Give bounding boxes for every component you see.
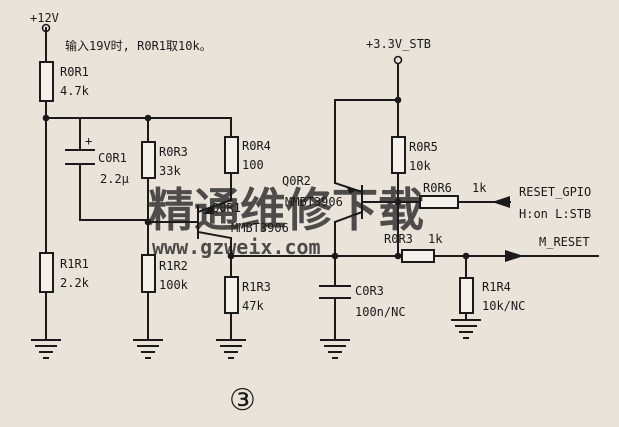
ground-5 <box>451 319 481 339</box>
r1r4-value: 10k/NC <box>482 299 525 313</box>
c0r1-value: 2.2μ <box>100 172 129 186</box>
c0r3-value: 100n/NC <box>355 305 406 319</box>
resistor-r0r6: R0R6 1k <box>419 181 487 209</box>
c0r1-polarity: + <box>85 134 92 148</box>
c0r3-name: C0R3 <box>355 284 384 298</box>
resistor-r0r3: R0R3 33k <box>141 141 188 179</box>
q0r1-name: Q0R1 <box>212 201 241 215</box>
supply-12v: +12V <box>30 11 59 33</box>
ground-1 <box>31 339 61 359</box>
ground-3 <box>216 339 246 359</box>
supply-3v3-label: +3.3V_STB <box>366 37 431 51</box>
ground-symbols <box>31 319 481 359</box>
q0r2-name: Q0R2 <box>282 174 311 188</box>
figure-number: ③ <box>229 383 256 418</box>
r1r4-name: R1R4 <box>482 280 511 294</box>
resistor-r0r5: R0R5 10k <box>391 136 438 174</box>
signal-m-reset: M_RESET <box>504 235 599 262</box>
resistor-r0r1: R0R1 4.7k <box>39 61 90 102</box>
r0r5-value: 10k <box>409 159 431 173</box>
resistor-r0r4: R0R4 100 <box>224 136 271 174</box>
resistor-r1r1: R1R1 2.2k <box>39 252 90 293</box>
ground-4 <box>320 339 350 359</box>
r0r1-value: 4.7k <box>60 84 90 98</box>
junctions <box>42 96 470 260</box>
resistor-r1r4: R1R4 10k/NC <box>459 277 525 314</box>
r1r2-name: R1R2 <box>159 259 188 273</box>
supply-3v3-stb: +3.3V_STB <box>366 37 431 65</box>
r0r4-name: R0R4 <box>242 139 271 153</box>
r1r3-value: 47k <box>242 299 264 313</box>
resistor-r1r2: R1R2 100k <box>141 254 189 293</box>
transistor-q0r1: Q0R1 MMBT3906 <box>196 198 289 240</box>
r0r6-value: 1k <box>472 181 487 195</box>
ground-2 <box>133 339 163 359</box>
r1r3-name: R1R3 <box>242 280 271 294</box>
capacitor-c0r1: + C0R1 2.2μ <box>65 134 129 186</box>
supply-12v-label: +12V <box>30 11 59 25</box>
r0r3b-value: 1k <box>428 232 443 246</box>
watermark-url: www.gzweix.com <box>152 235 321 259</box>
q0r2-value: MMBT3906 <box>285 195 343 209</box>
resistor-r1r3: R1R3 47k <box>224 276 271 314</box>
r0r3b-name: R0R3 <box>384 232 413 246</box>
r1r1-value: 2.2k <box>60 276 90 290</box>
r0r4-value: 100 <box>242 158 264 172</box>
r0r6-name: R0R6 <box>423 181 452 195</box>
r0r5-name: R0R5 <box>409 140 438 154</box>
r0r3-value: 33k <box>159 164 181 178</box>
r0r1-name: R0R1 <box>60 65 89 79</box>
resistor-r0r3-series: R0R3 1k <box>384 232 443 263</box>
watermark-cn: 精通维修下载 <box>148 183 424 237</box>
reset-gpio-note: H:on L:STB <box>519 207 591 221</box>
design-note: 输入19V时, R0R1取10k。 <box>65 38 212 53</box>
signal-reset-gpio: RESET_GPIO H:on L:STB <box>492 185 591 221</box>
m-reset-label: M_RESET <box>539 235 590 249</box>
transistor-q0r2: Q0R2 MMBT3906 <box>282 174 364 224</box>
r1r2-value: 100k <box>159 278 189 292</box>
reset-gpio-label: RESET_GPIO <box>519 185 591 199</box>
r0r3-name: R0R3 <box>159 145 188 159</box>
r1r1-name: R1R1 <box>60 257 89 271</box>
capacitor-c0r3: C0R3 100n/NC <box>319 284 406 319</box>
q0r1-value: MMBT3906 <box>231 221 289 235</box>
c0r1-name: C0R1 <box>98 151 127 165</box>
